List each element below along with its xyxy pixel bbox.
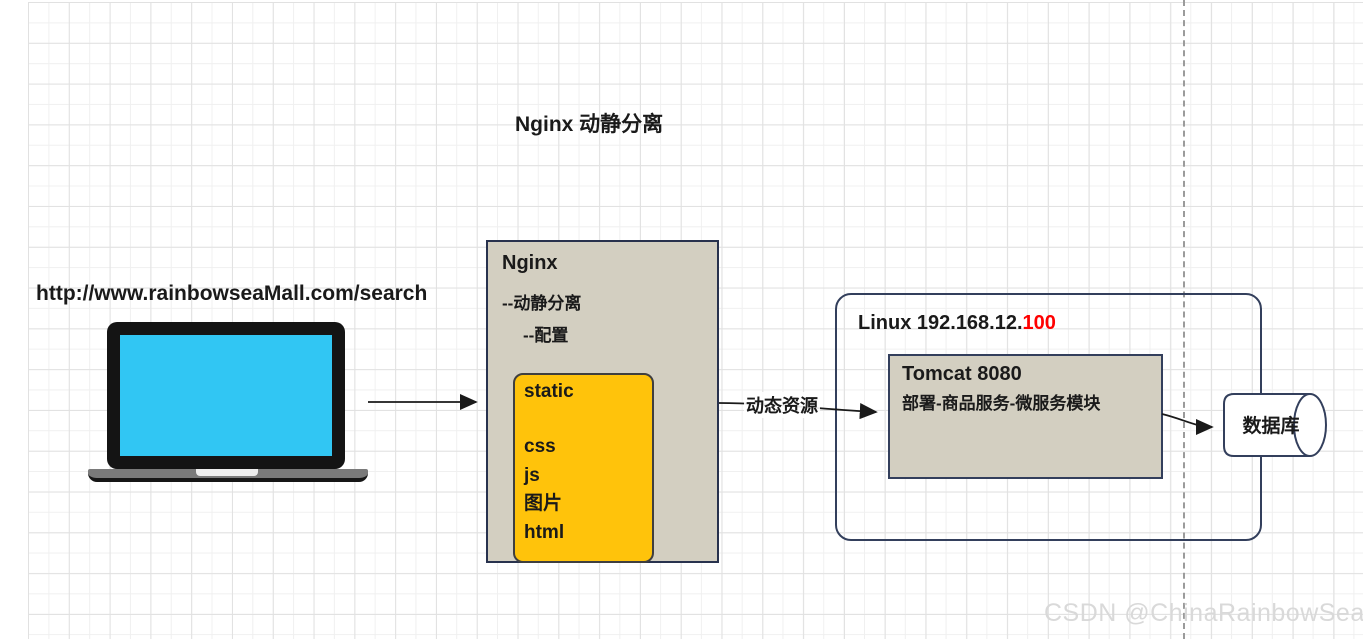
tomcat-node-title: Tomcat 8080 xyxy=(902,363,1022,385)
laptop-notch xyxy=(196,469,258,476)
tomcat-node: Tomcat 8080 部署-商品服务-微服务模块 xyxy=(888,354,1163,479)
csdn-watermark: CSDN @ChinaRainbowSea xyxy=(1044,599,1363,627)
page-break-dashed-line xyxy=(1183,0,1185,639)
laptop-screen xyxy=(120,335,332,456)
static-box-title: static xyxy=(524,381,574,402)
database-cylinder: 数据库 xyxy=(1221,391,1331,459)
nginx-node-title: Nginx xyxy=(502,252,558,274)
static-resources-node: static css js 图片 html xyxy=(513,373,654,563)
database-label: 数据库 xyxy=(1242,416,1300,437)
diagram-title: Nginx 动静分离 xyxy=(515,113,664,136)
client-url-label: http://www.rainbowseaMall.com/search xyxy=(36,282,428,305)
tomcat-node-subtitle: 部署-商品服务-微服务模块 xyxy=(902,394,1101,413)
laptop-icon xyxy=(88,322,368,487)
static-item-image: 图片 xyxy=(524,493,563,514)
static-item-html: html xyxy=(524,521,565,543)
static-item-js: js xyxy=(524,464,540,486)
linux-server-container: Linux 192.168.12.100 Tomcat 8080 部署-商品服务… xyxy=(835,293,1262,541)
linux-ip-highlight: 100 xyxy=(1022,312,1056,334)
nginx-node-line1: --动静分离 xyxy=(502,294,582,313)
static-item-css: css xyxy=(524,436,556,457)
dynamic-resource-arrow-label: 动态资源 xyxy=(744,392,820,418)
linux-server-title: Linux 192.168.12.100 xyxy=(858,312,1056,335)
linux-ip-prefix: Linux 192.168.12. xyxy=(858,312,1023,334)
nginx-node-line2: --配置 xyxy=(523,326,569,345)
database-cylinder-shape xyxy=(1223,393,1327,457)
